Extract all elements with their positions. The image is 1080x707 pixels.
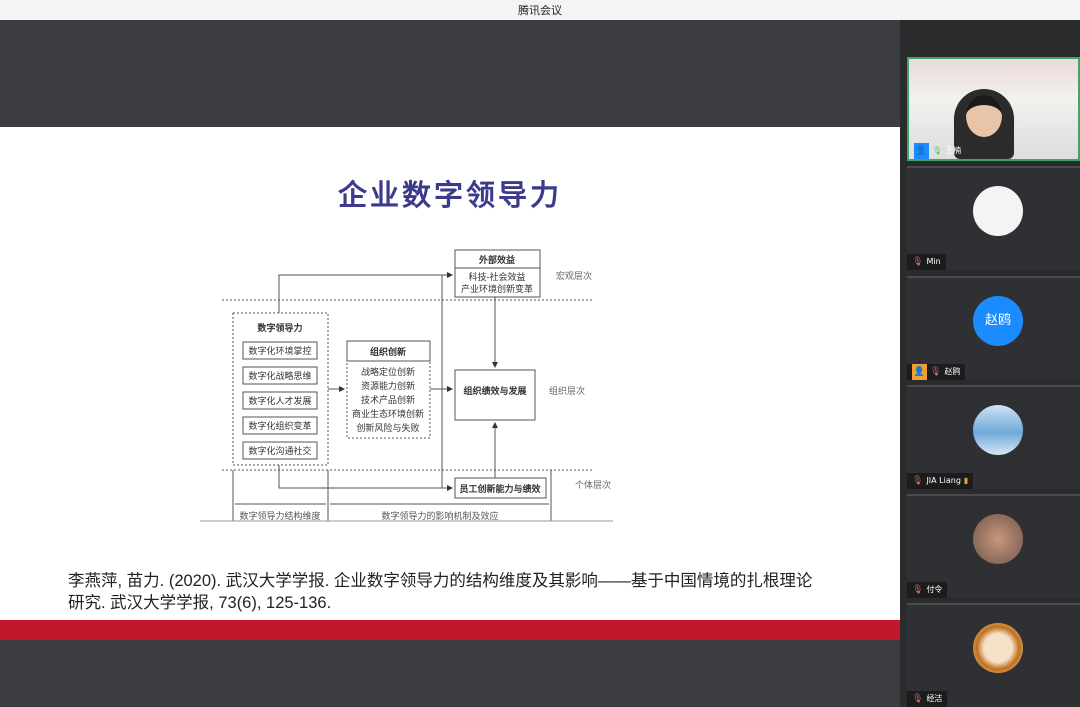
participant-label: 🎙经洁 [907,691,948,707]
leader-item: 数字化环境掌控 [248,345,311,357]
avatar [973,405,1023,455]
participant-label: 🎙付令 [907,582,948,598]
window-title-bar: 腾讯会议 [0,0,1080,20]
external-line: 产业环境创新变革 [461,283,533,295]
participant-tile-video[interactable]: 👤🎙王楠 [907,57,1080,161]
participant-tile[interactable]: 🎙经洁 [907,603,1080,707]
performance-box: 组织绩效与发展 [463,385,526,397]
mic-on-icon: 🎙 [932,146,943,155]
speaker-video [954,89,1014,159]
citation-line: 李燕萍, 苗力. (2020). 武汉大学学报. 企业数字领导力的结构维度及其影… [68,572,813,590]
participant-tile[interactable]: 🎙Min [907,166,1080,270]
mic-muted-icon: 🎙 [912,694,924,704]
leader-item: 数字化战略思维 [248,370,311,382]
citation: 李燕萍, 苗力. (2020). 武汉大学学报. 企业数字领导力的结构维度及其影… [68,570,868,614]
leader-item: 数字化沟通社交 [248,445,311,457]
mic-muted-icon: 🎙 [912,585,924,595]
avatar [973,623,1023,673]
host-icon: 👤 [912,364,927,380]
innovation-line: 战略定位创新 [361,366,415,378]
innovation-line: 创新风险与失败 [356,422,419,434]
slide-footer-bar [0,620,900,640]
avatar [973,186,1023,236]
participant-label: 🎙Min [907,254,946,270]
bottom-label: 数字领导力的影响机制及效应 [381,510,498,522]
app-title: 腾讯会议 [518,4,562,17]
participant-label: 👤🎙王楠 [909,143,966,159]
participant-tile[interactable]: 🎙JIA Liang▮ [907,385,1080,489]
innovation-title: 组织创新 [370,346,406,358]
external-benefits-title: 外部效益 [478,254,515,266]
citation-line: 研究. 武汉大学学报, 73(6), 125-136. [68,594,332,612]
leader-item: 数字化人才发展 [248,395,311,407]
mic-muted-icon: 🎙 [912,257,924,267]
employee-box: 员工创新能力与绩效 [459,483,541,495]
mic-muted-icon: 🎙 [930,367,942,377]
innovation-line: 商业生态环境创新 [352,408,424,420]
slide-title: 企业数字领导力 [337,178,562,212]
framework-diagram: 外部效益 科技-社会效益 产业环境创新变革 数字领导力 数字化环境掌控 数字化战… [200,249,613,522]
user-icon: 👤 [914,143,929,159]
leader-title: 数字领导力 [257,322,302,334]
innovation-line: 技术产品创新 [361,394,415,406]
external-line: 科技-社会效益 [468,271,525,283]
participant-label: 👤🎙赵鸥 [907,364,966,380]
signal-icon: ▮ [963,476,969,485]
avatar: 赵鸥 [973,296,1023,346]
level-label: 组织层次 [549,385,585,397]
leader-item: 数字化组织变革 [248,420,311,432]
level-label: 宏观层次 [556,270,592,282]
participant-label: 🎙JIA Liang▮ [907,473,974,489]
mic-muted-icon: 🎙 [912,476,924,486]
slide [0,127,900,620]
innovation-line: 资源能力创新 [361,380,415,392]
participant-tile[interactable]: 赵鸥 👤🎙赵鸥 [907,276,1080,380]
level-label: 个体层次 [575,479,611,491]
participant-tile[interactable]: 🎙付令 [907,494,1080,598]
bottom-label: 数字领导力结构维度 [239,510,320,522]
avatar [973,514,1023,564]
